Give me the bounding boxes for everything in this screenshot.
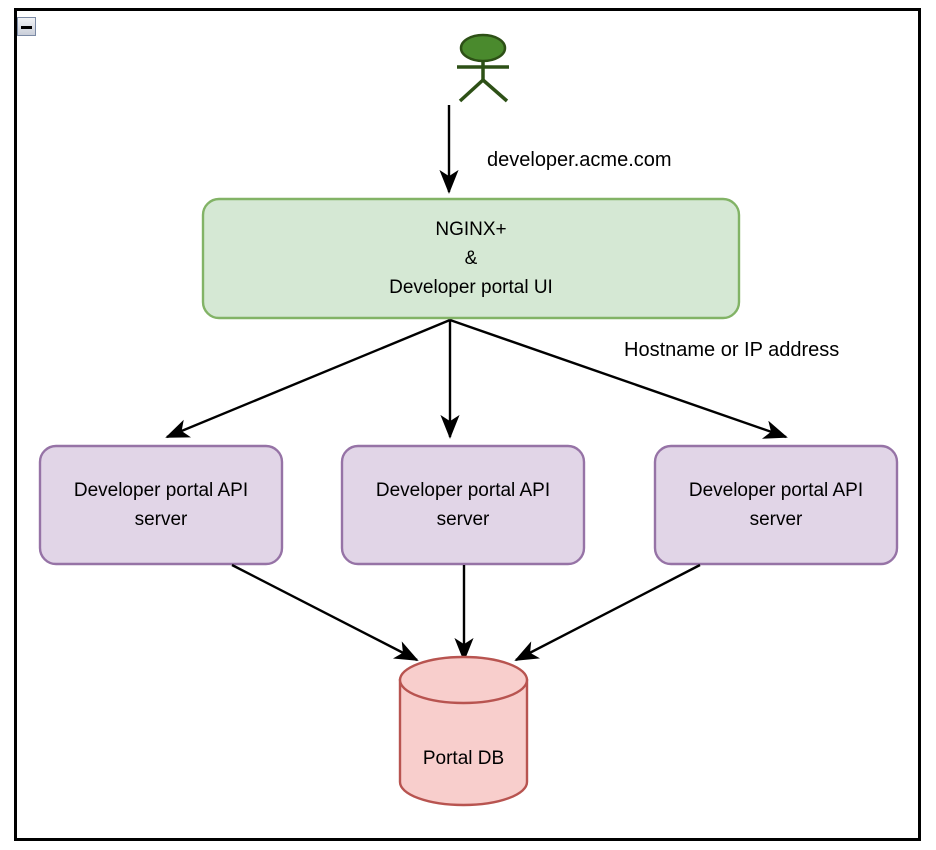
edge-gateway-to-api-3	[449, 318, 788, 439]
edge-gateway-to-api-1	[165, 318, 451, 439]
collapse-button[interactable]	[17, 17, 36, 36]
edge-api-3-to-database	[514, 563, 701, 662]
node-portal-database-hit[interactable]	[400, 657, 527, 805]
node-api-server-2[interactable]	[340, 444, 586, 566]
node-api-server-1-hit[interactable]	[40, 446, 282, 564]
node-api-server-3[interactable]	[653, 444, 899, 566]
node-nginx-gateway[interactable]	[201, 197, 741, 320]
node-api-server-2-hit[interactable]	[342, 446, 584, 564]
node-nginx-gateway-hit[interactable]	[203, 199, 739, 318]
actor-client-hit[interactable]	[455, 33, 511, 105]
node-api-server-1[interactable]	[38, 444, 284, 566]
node-portal-database[interactable]	[398, 655, 529, 807]
minus-icon	[21, 26, 32, 29]
edge-api-1-to-database	[231, 563, 419, 662]
actor-client-icon	[457, 33, 509, 103]
node-api-server-3-hit[interactable]	[655, 446, 897, 564]
